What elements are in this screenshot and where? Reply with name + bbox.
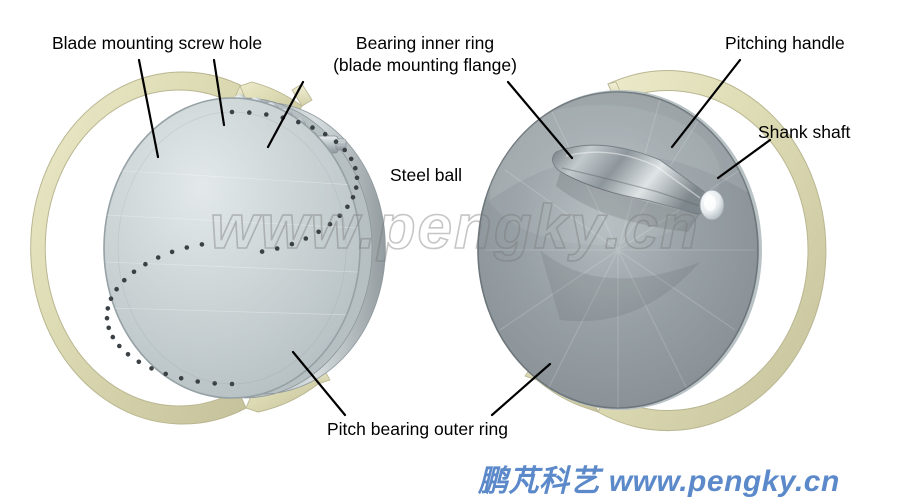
leader-screw-hole-b xyxy=(212,58,226,127)
label-shank-shaft: Shank shaft xyxy=(758,122,851,142)
blade-mounting-screw-holes xyxy=(104,109,360,387)
bearing-inner-ring-left xyxy=(103,97,361,399)
leader-shank-shaft xyxy=(716,138,772,180)
label-steel-ball: Steel ball xyxy=(390,165,462,185)
label-blade-mounting-screw-hole: Blade mounting screw hole xyxy=(52,33,263,53)
label-bearing-inner-ring-line1: Bearing inner ring xyxy=(355,33,495,53)
leader-outer-ring-left xyxy=(291,350,347,417)
label-pitching-handle: Pitching handle xyxy=(725,33,845,53)
leader-inner-ring-left xyxy=(266,80,305,149)
pitching-handle xyxy=(552,144,713,232)
leader-screw-hole-a xyxy=(137,58,160,159)
pitch-bearing-assembly-right xyxy=(477,70,827,431)
leader-outer-ring-right xyxy=(490,362,552,417)
brand-footer: 鹏芃科艺 www.pengky.cn xyxy=(478,465,840,498)
label-pitch-bearing-outer-ring: Pitch bearing outer ring xyxy=(327,419,508,439)
leader-pitching-handle xyxy=(670,58,742,149)
label-bearing-inner-ring-line2: (blade mounting flange) xyxy=(333,55,517,75)
shank-shaft xyxy=(699,189,725,221)
pitch-bearing-assembly-left xyxy=(30,71,386,425)
leader-inner-ring-right xyxy=(506,80,574,160)
